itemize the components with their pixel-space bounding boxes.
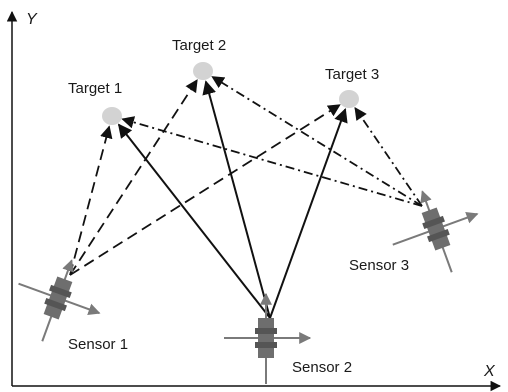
x-axis-label: X: [483, 363, 496, 380]
link-s2-t1: [117, 123, 271, 319]
sensor-3-label: Sensor 3: [349, 257, 409, 274]
link-s3-t3: [354, 107, 423, 207]
link-s3-t2: [211, 76, 423, 207]
target-2: [193, 62, 213, 80]
link-s2-t3: [269, 108, 348, 319]
target-3-label: Target 3: [325, 66, 379, 83]
link-s1-t1: [69, 125, 113, 276]
sensor-1: [18, 259, 101, 342]
link-s1-t2: [69, 79, 198, 276]
y-axis-label: Y: [26, 11, 38, 28]
target-1: [102, 107, 122, 125]
link-s2-t2: [202, 80, 271, 319]
sensor-2-label: Sensor 2: [292, 359, 352, 376]
link-s3-t1: [121, 116, 423, 207]
sensor-1-label: Sensor 1: [68, 336, 128, 353]
sensor-target-links: [69, 76, 423, 319]
link-s1-t3: [69, 104, 341, 276]
target-3: [339, 90, 359, 108]
sensor-2: [224, 292, 312, 384]
target-1-label: Target 1: [68, 80, 122, 97]
sensor-3: [392, 190, 479, 273]
target-2-label: Target 2: [172, 37, 226, 54]
